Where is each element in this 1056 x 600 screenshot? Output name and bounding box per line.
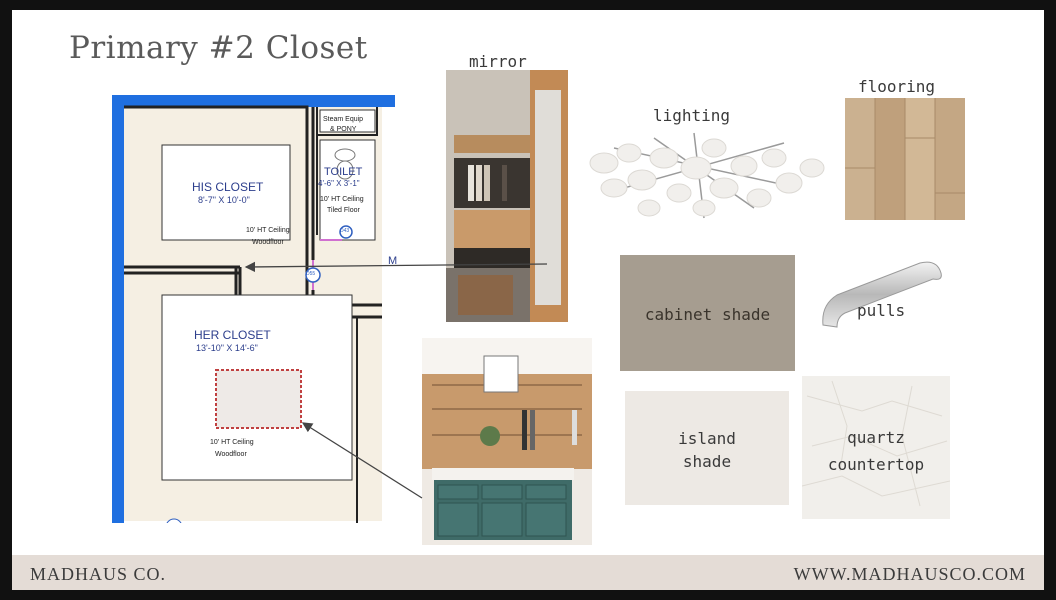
her-closet-ceiling: 10' HT Ceiling — [210, 439, 254, 446]
quartz-label-1: quartz — [847, 428, 905, 447]
flooring-swatch — [845, 98, 965, 220]
page-title: Primary #2 Closet — [69, 30, 368, 66]
annotation-arrows — [244, 261, 548, 499]
door-tag-d55: D55 — [306, 271, 316, 277]
quartz-label-2: countertop — [827, 455, 925, 474]
chandelier-image — [589, 132, 825, 219]
steam-label: Steam Equip — [323, 116, 364, 123]
mirror-label: mirror — [469, 52, 527, 71]
cabinet-shade-swatch: cabinet shade — [620, 255, 795, 371]
his-closet-ceiling: 10' HT Ceiling — [246, 227, 290, 234]
moodboard-slide: Primary #2 Closet — [12, 10, 1044, 590]
edge-letter: M — [388, 255, 398, 267]
toilet-floor: Tiled Floor — [327, 207, 360, 214]
his-closet-dims: 8'-7" X 10'-0" — [198, 195, 250, 205]
lighting-label: lighting — [653, 106, 731, 125]
steam-sub-label: & PONY — [330, 126, 357, 133]
footer-brand: MADHAUS CO. — [30, 564, 167, 584]
cabinet-shade-label: cabinet shade — [644, 305, 771, 324]
pull-handle-image — [822, 261, 942, 328]
footer-url[interactable]: WWW.MADHAUSCO.COM — [793, 564, 1026, 584]
her-closet-label: HER CLOSET — [194, 328, 271, 342]
floor-plan — [112, 95, 395, 523]
her-closet-dims: 13'-10" X 14'-6" — [196, 343, 258, 353]
his-closet-label: HIS CLOSET — [192, 180, 264, 194]
his-closet-floor: Woodfloor — [252, 239, 284, 246]
island-shade-label-1: island — [678, 429, 736, 448]
pulls-label: pulls — [857, 301, 906, 320]
toilet-label: TOILET — [324, 166, 363, 178]
door-tag-d43: D43 — [340, 228, 350, 234]
mirror-photo — [446, 70, 568, 322]
island-photo — [422, 338, 592, 545]
quartz-texture — [802, 380, 950, 507]
island-shade-swatch: island shade — [625, 391, 789, 505]
footer-bar: MADHAUS CO. WWW.MADHAUSCO.COM — [12, 555, 1044, 590]
island-shade-label-2: shade — [682, 452, 732, 471]
quartz-swatch: quartz countertop — [802, 376, 950, 519]
flooring-label: flooring — [858, 77, 936, 96]
toilet-dims: 4'-6" X 3'-1" — [318, 179, 360, 188]
toilet-ceiling: 10' HT Ceiling — [320, 196, 364, 203]
her-closet-floor: Woodfloor — [215, 451, 247, 458]
